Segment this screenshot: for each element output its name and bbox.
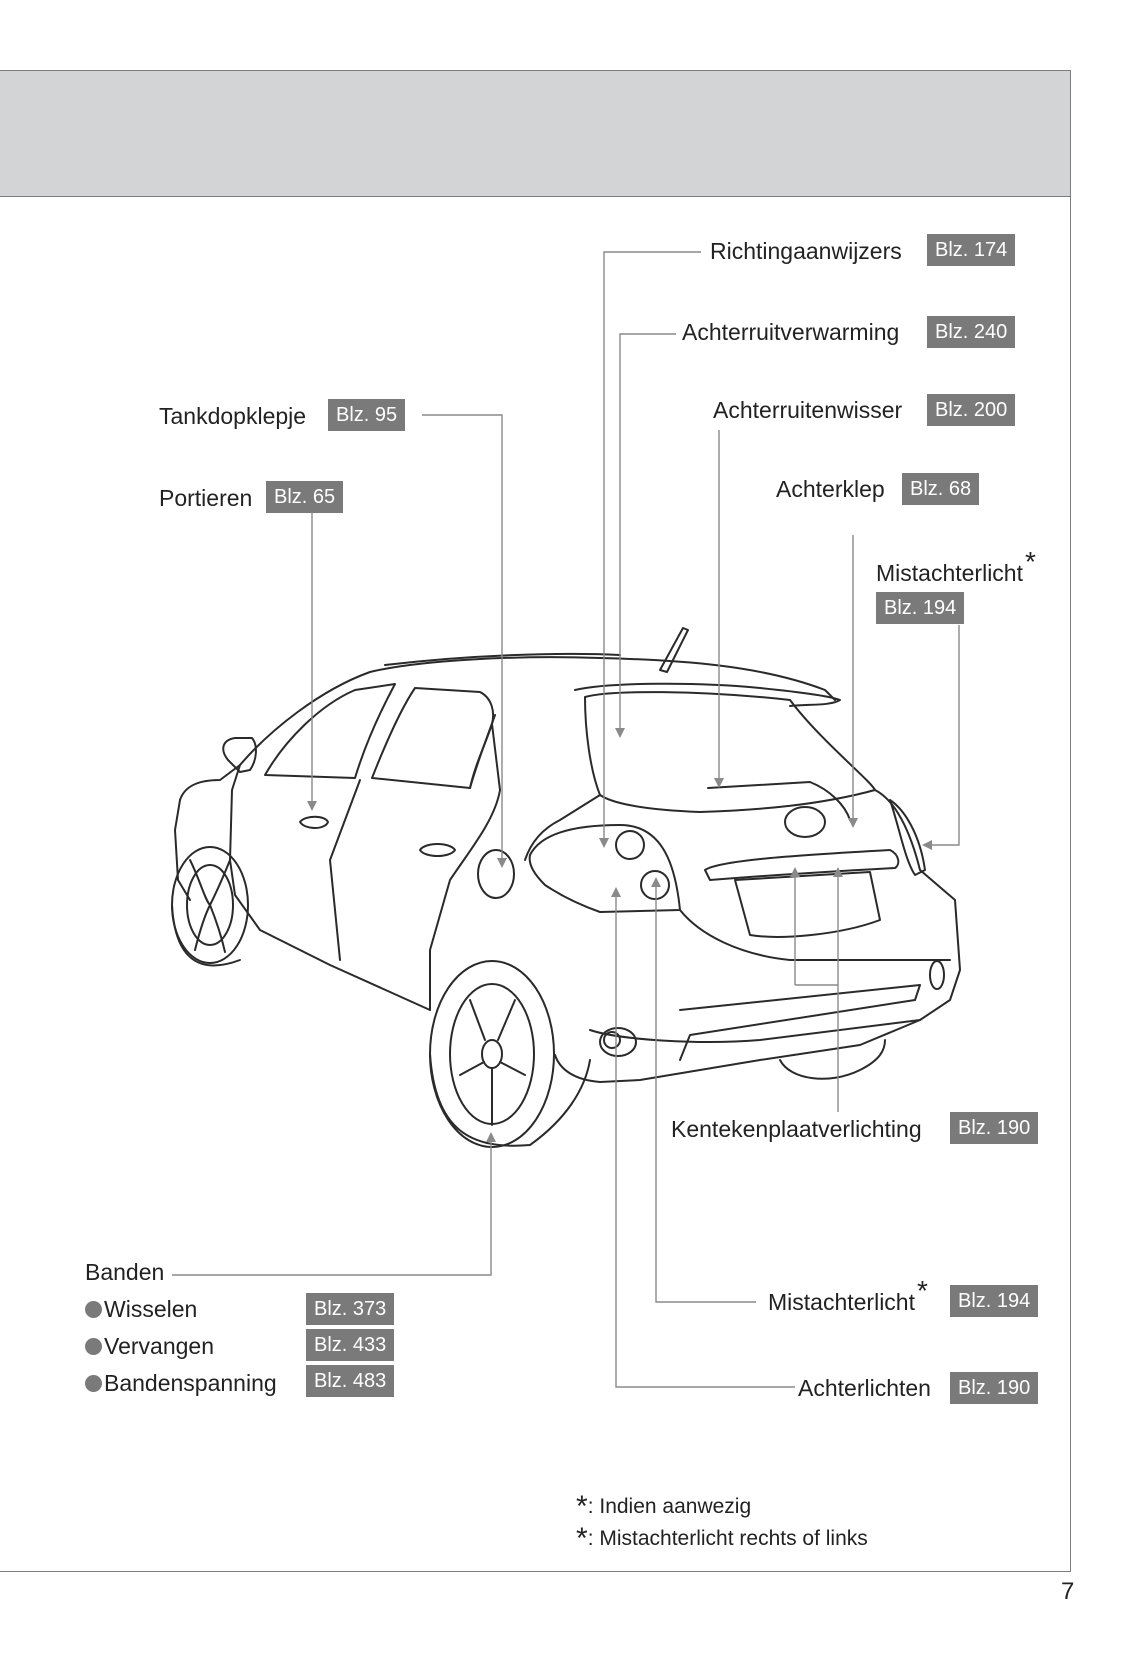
car-body-outline xyxy=(171,627,961,1148)
banden-item-vervangen: Vervangen xyxy=(85,1332,214,1360)
bullet-icon xyxy=(85,1338,102,1355)
ref-achterlichten[interactable]: Blz. 190 xyxy=(950,1372,1039,1404)
bullet-icon xyxy=(85,1375,102,1392)
label-achterlichten: Achterlichten xyxy=(798,1375,931,1401)
header-band xyxy=(0,70,1071,197)
banden-item-bandenspanning: Bandenspanning xyxy=(85,1369,277,1397)
label-achterruitverwarming: Achterruitverwarming xyxy=(682,319,900,345)
leader-lines xyxy=(172,251,960,1388)
banden-item-wisselen: Wisselen xyxy=(85,1295,197,1323)
frame-bottom-border xyxy=(0,1571,1071,1572)
ref-tankdopklepje[interactable]: Blz. 95 xyxy=(328,399,406,431)
label-richtingaanwijzers: Richtingaanwijzers xyxy=(710,238,902,264)
ref-mistachterlicht-top[interactable]: Blz. 194 xyxy=(876,592,965,624)
page-number: 7 xyxy=(1061,1578,1075,1605)
label-portieren: Portieren xyxy=(159,485,253,511)
label-kentekenplaatverlichting: Kentekenplaatverlichting xyxy=(671,1116,922,1142)
label-achterruitenwisser: Achterruitenwisser xyxy=(713,397,903,423)
label-mistachterlicht-top: Mistachterlicht* xyxy=(876,546,1036,587)
footnote-star: * xyxy=(576,1522,588,1555)
ref-portieren[interactable]: Blz. 65 xyxy=(266,481,344,513)
footnote-2: *: Mistachterlicht rechts of links xyxy=(576,1522,868,1555)
ref-banden-wisselen[interactable]: Blz. 373 xyxy=(306,1293,395,1325)
leader-arrowheads xyxy=(307,728,932,1142)
ref-banden-vervangen[interactable]: Blz. 433 xyxy=(306,1329,395,1361)
ref-achterklep[interactable]: Blz. 68 xyxy=(902,473,980,505)
bullet-icon xyxy=(85,1301,102,1318)
ref-achterruitverwarming[interactable]: Blz. 240 xyxy=(927,316,1016,348)
footnote-star: * xyxy=(1024,546,1036,577)
ref-kentekenplaatverlichting[interactable]: Blz. 190 xyxy=(950,1112,1039,1144)
ref-mistachterlicht-bottom[interactable]: Blz. 194 xyxy=(950,1285,1039,1317)
frame-right-border xyxy=(1070,197,1071,1572)
ref-achterruitenwisser[interactable]: Blz. 200 xyxy=(927,394,1016,426)
label-achterklep: Achterklep xyxy=(776,476,885,502)
label-mistachterlicht-bottom: Mistachterlicht* xyxy=(768,1275,928,1316)
footnote-star: * xyxy=(576,1490,588,1523)
ref-banden-bandenspanning[interactable]: Blz. 483 xyxy=(306,1365,395,1397)
footnote-1: *: Indien aanwezig xyxy=(576,1490,752,1523)
banden-title: Banden xyxy=(85,1259,165,1285)
ref-richtingaanwijzers[interactable]: Blz. 174 xyxy=(927,234,1016,266)
label-tankdopklepje: Tankdopklepje xyxy=(159,403,307,429)
footnote-star: * xyxy=(916,1275,928,1306)
